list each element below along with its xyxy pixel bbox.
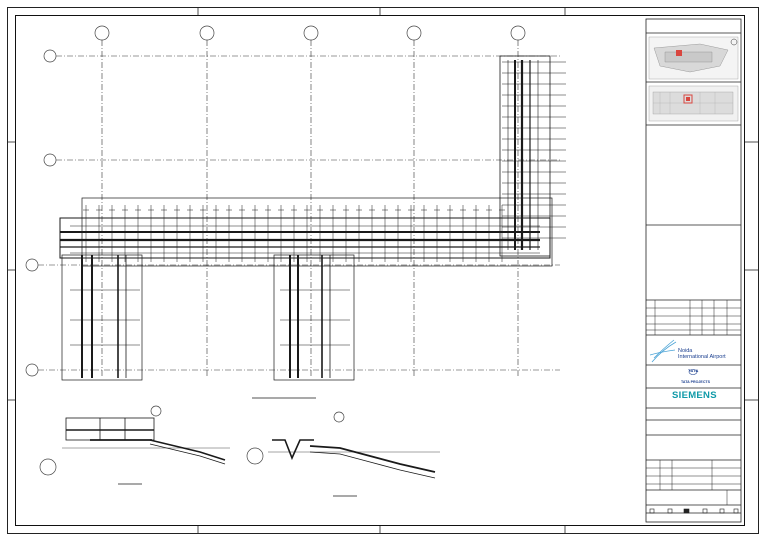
dimension-ticks — [83, 205, 505, 262]
airport-swoosh-logo — [649, 339, 677, 363]
sheet-inner-border — [15, 15, 745, 526]
vendor-logo: SIEMENS — [672, 390, 717, 401]
tata-logo-mark — [688, 369, 698, 375]
contractor-mark: TATA — [688, 368, 699, 373]
site-keyplan-thumbnail — [648, 36, 739, 80]
contractor-name: TATA PROJECTS — [681, 380, 711, 384]
grid-bubbles — [25, 25, 526, 476]
sheet-outer-border — [7, 7, 759, 534]
floor-keyplan-thumbnail — [648, 85, 739, 122]
title-block — [645, 18, 742, 523]
client-logo-text: Noida International Airport — [678, 348, 726, 360]
client-name-line2: International Airport — [678, 354, 726, 360]
dimension-ticks-vertical — [502, 61, 566, 239]
section-view-b — [252, 397, 440, 497]
cable-tray-plan — [59, 55, 553, 381]
border-ticks — [7, 7, 759, 534]
section-view-a — [62, 417, 230, 485]
client-name-line1: Noida — [678, 348, 693, 354]
title-block-footer — [649, 508, 739, 514]
